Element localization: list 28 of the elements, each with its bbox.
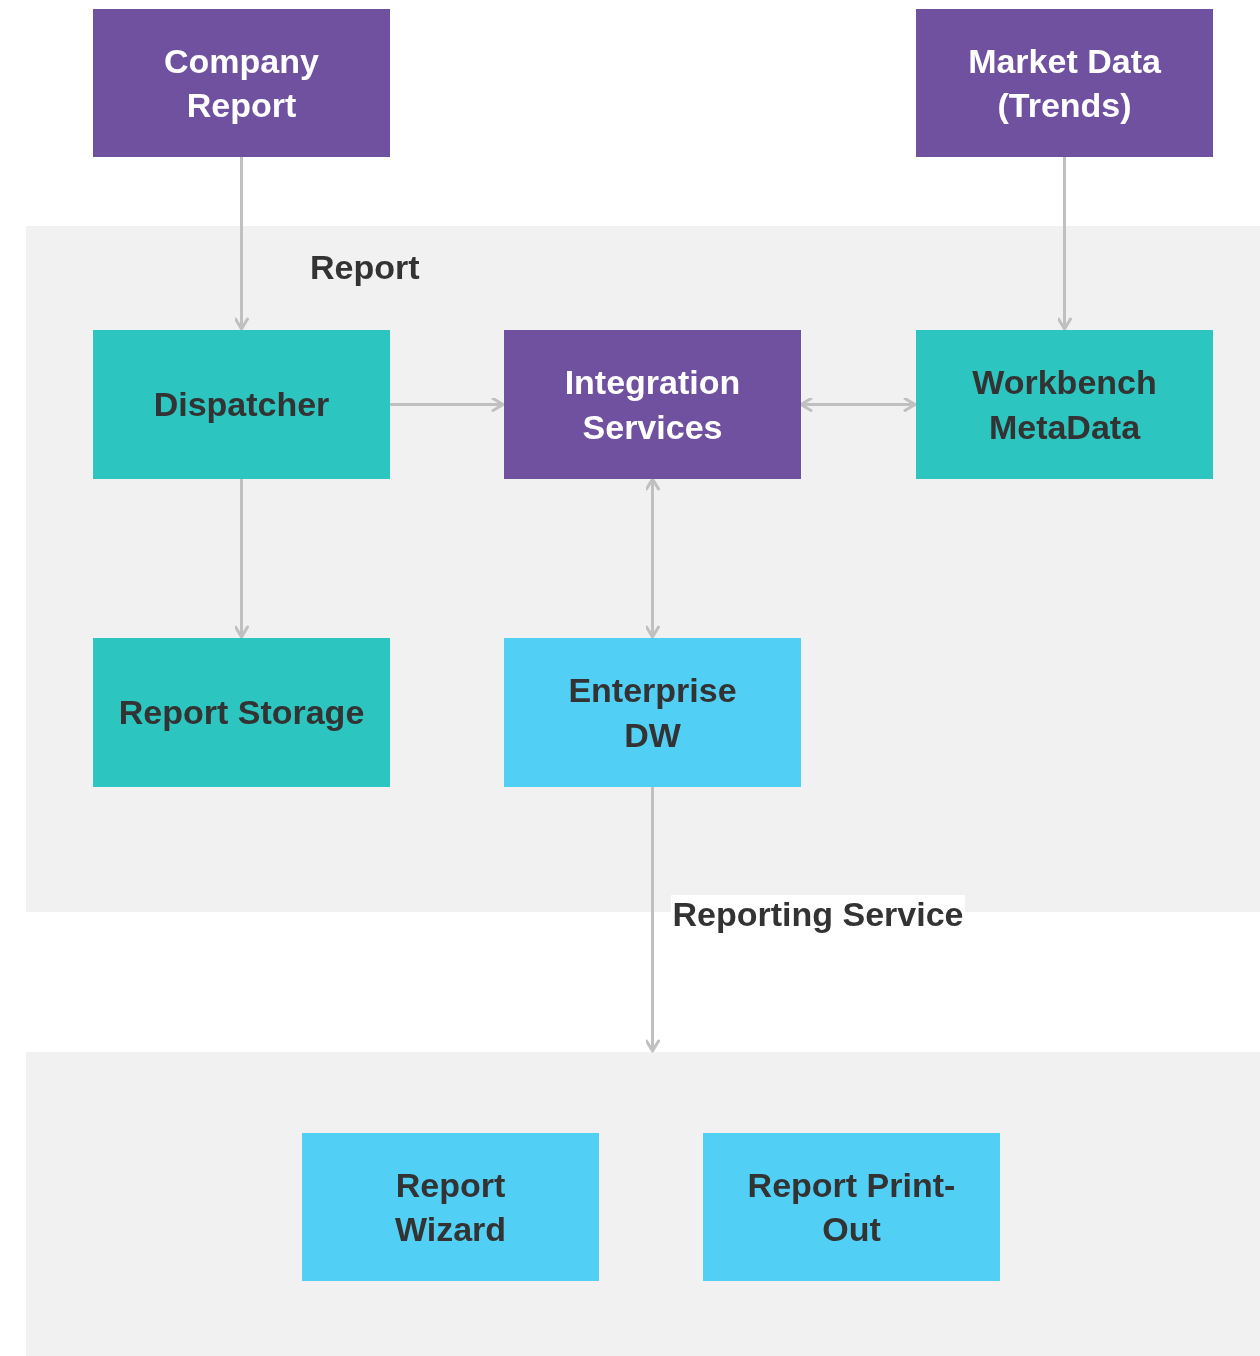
box-label: Integration Services (563, 362, 742, 448)
process-box (93, 330, 390, 479)
arrow (234, 479, 249, 639)
box-label: Report Storage (117, 692, 366, 734)
box-label: Report Wizard (393, 1164, 508, 1250)
box-label: Dispatcher (152, 384, 331, 426)
box-label: Report Print-Out (746, 1164, 957, 1250)
group-heading: Report (310, 248, 420, 287)
arrow (645, 787, 660, 1053)
arrow (799, 397, 917, 412)
process-box (916, 330, 1213, 479)
arrow (1057, 157, 1072, 331)
box-label: Enterprise DW (567, 670, 738, 756)
process-box (916, 9, 1213, 157)
arrow (234, 157, 249, 331)
process-box (504, 330, 801, 479)
process-box (302, 1133, 599, 1281)
box-label: Company Report (163, 40, 320, 126)
process-box (93, 638, 390, 787)
box-label: Market Data (Trends) (967, 40, 1162, 126)
arrow (390, 397, 505, 412)
group-panel (26, 1052, 1260, 1356)
process-box (93, 9, 390, 157)
process-box (703, 1133, 1000, 1281)
arrow (645, 477, 660, 639)
box-label: Workbench MetaData (971, 362, 1158, 448)
edge-label: Reporting Service (670, 895, 966, 934)
process-box (504, 638, 801, 787)
